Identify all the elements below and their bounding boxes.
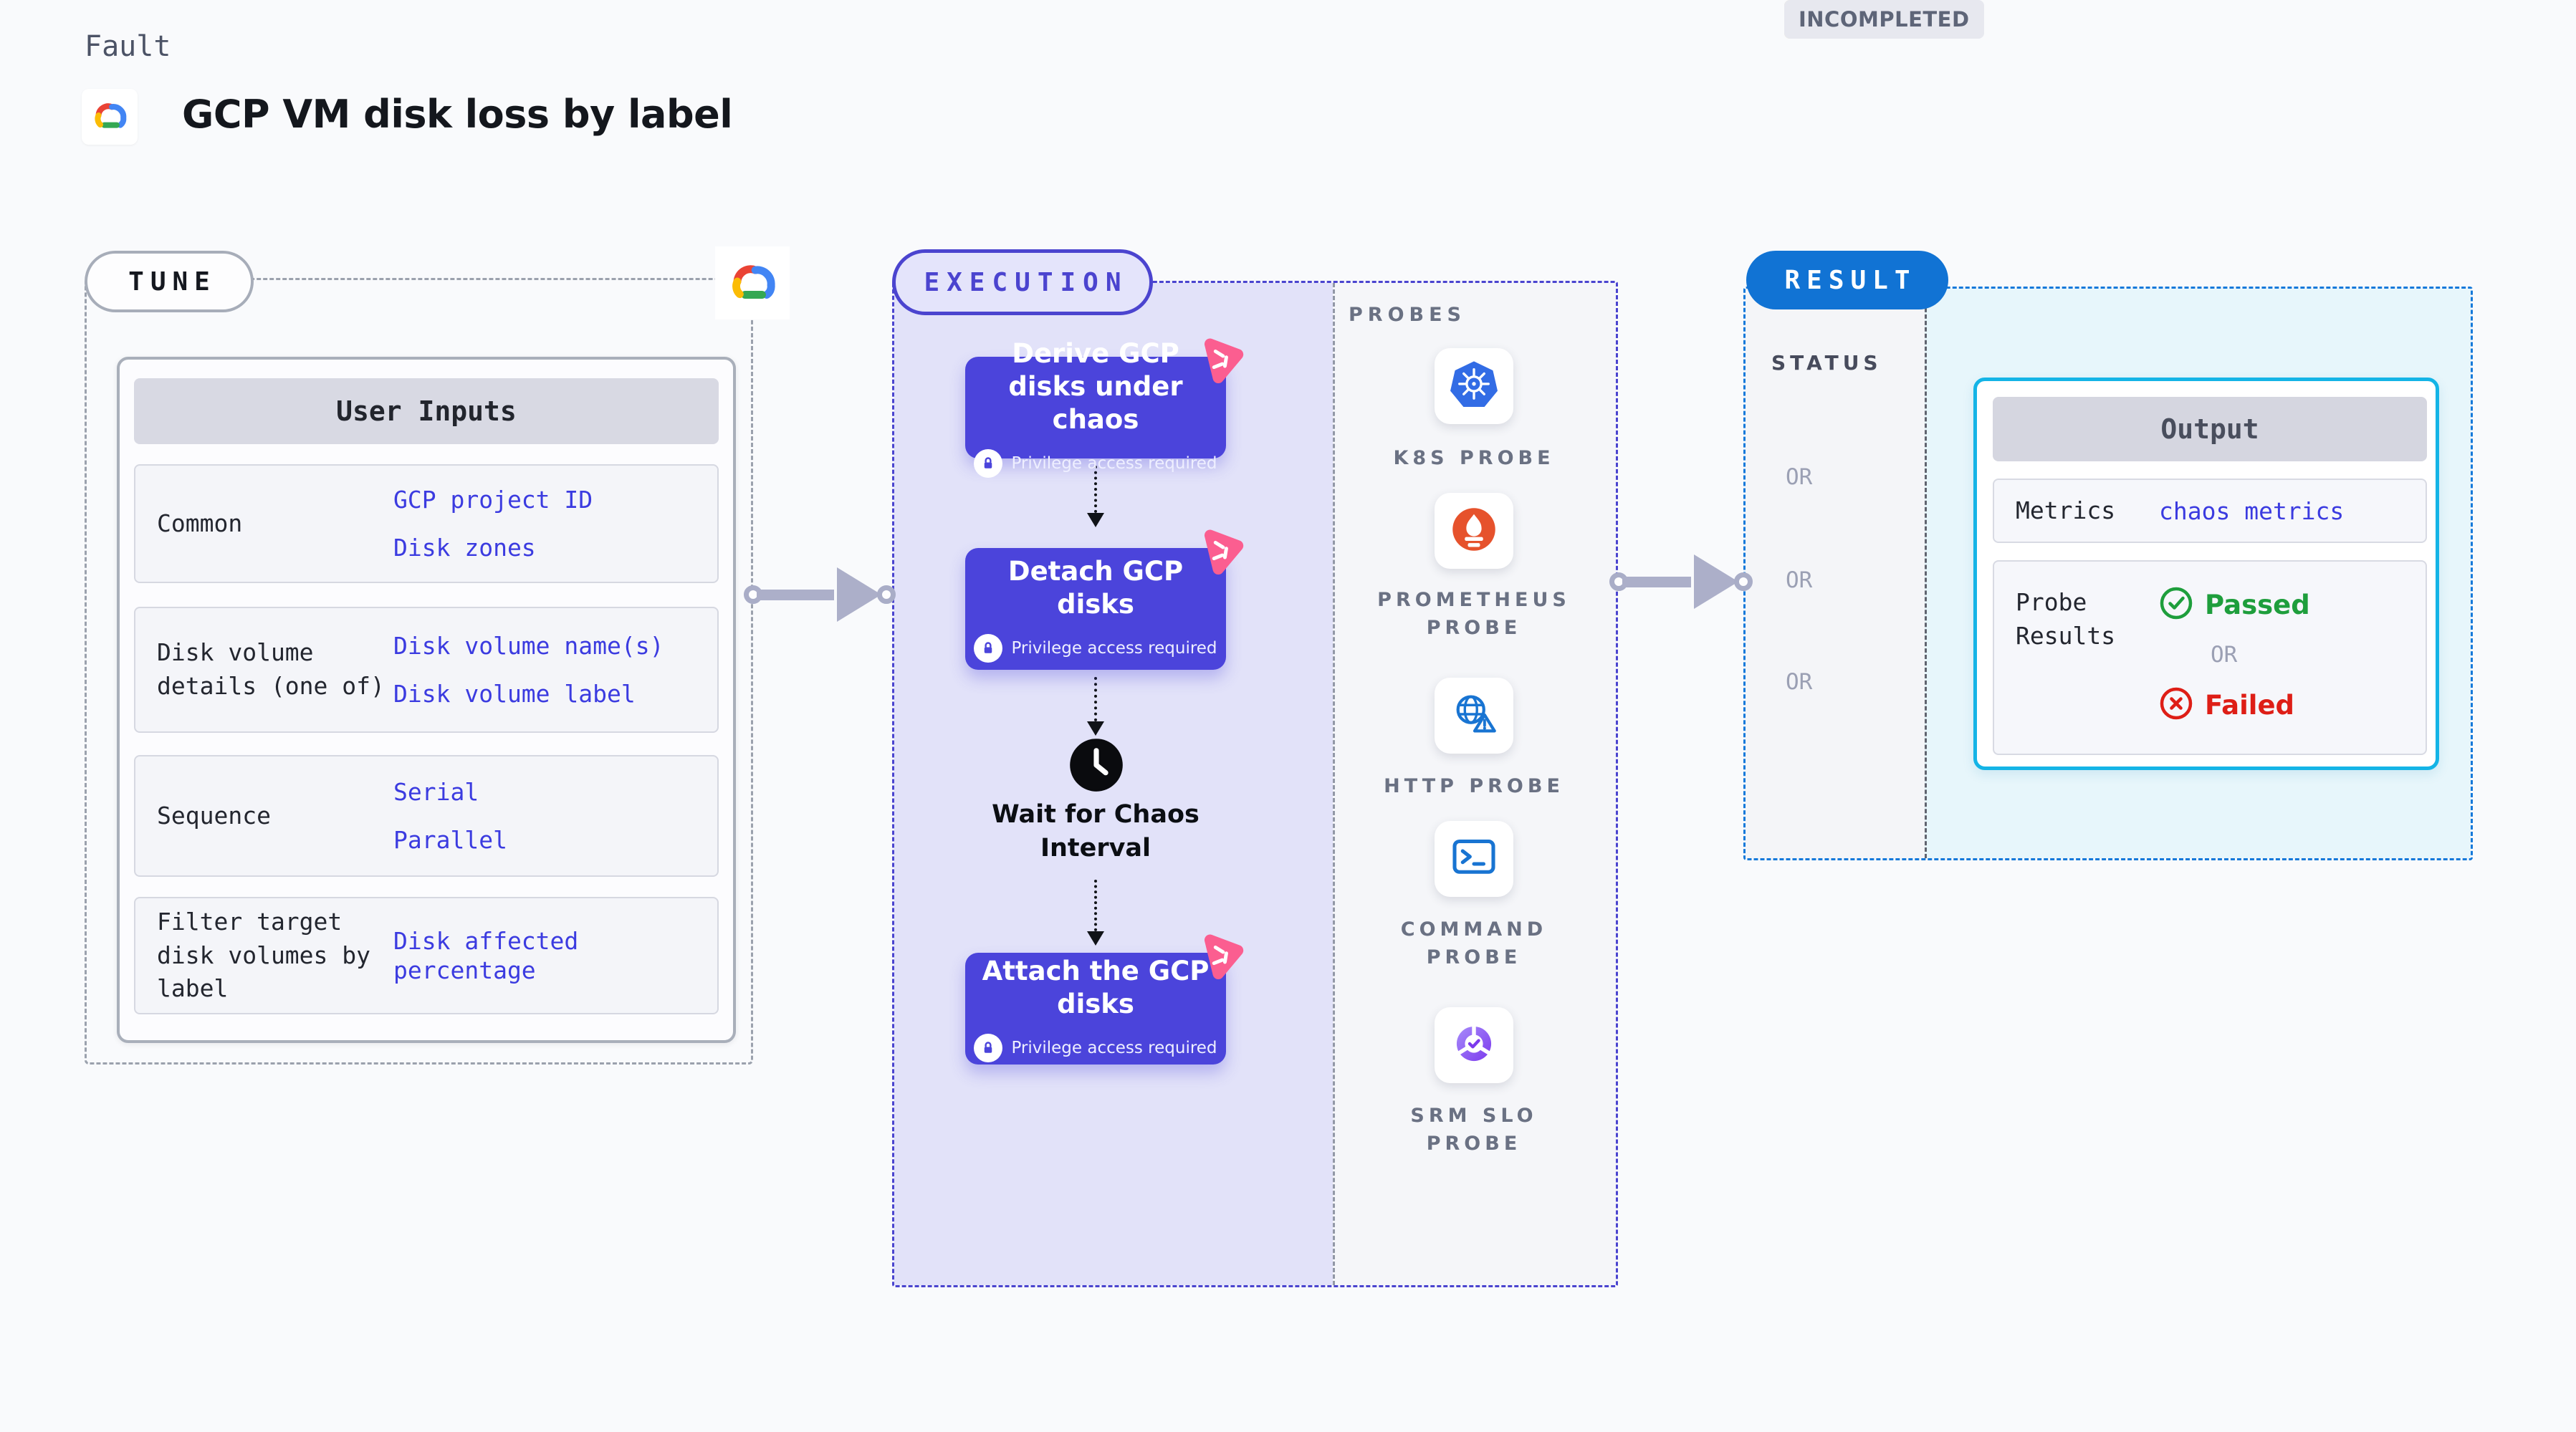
probe-tile bbox=[1435, 678, 1513, 754]
passed-label: Passed bbox=[2205, 589, 2310, 620]
probe-label: COMMAND PROBE bbox=[1400, 918, 1548, 969]
output-card: Output Metrics chaos metrics Probe Resul… bbox=[1973, 378, 2439, 770]
privilege-note: Privilege access required bbox=[974, 449, 1217, 479]
step-derive-gcp-disks: Derive GCP disks under chaos Privilege a… bbox=[965, 338, 1244, 479]
check-circle-icon bbox=[2159, 586, 2193, 623]
gcp-logo-chip bbox=[82, 89, 138, 145]
probe-results-label: Probe Results bbox=[2016, 588, 2116, 650]
privilege-note: Privilege access required bbox=[974, 1034, 1217, 1063]
probe-tile bbox=[1435, 348, 1513, 424]
probe-tile bbox=[1435, 493, 1513, 569]
probe-label: HTTP PROBE bbox=[1384, 775, 1564, 797]
or-label: OR bbox=[1786, 464, 1813, 490]
step-title: Attach the GCP disks bbox=[982, 955, 1210, 1019]
page-title: GCP VM disk loss by label bbox=[182, 92, 733, 137]
chaos-badge-icon bbox=[1192, 929, 1248, 984]
input-link[interactable]: Disk volume name(s) bbox=[393, 631, 664, 660]
table-row: Sequence Serial Parallel bbox=[134, 755, 719, 877]
probes-panel bbox=[1333, 283, 1616, 1285]
arrow-head-icon bbox=[837, 567, 881, 622]
probe-results-row: Probe Results Passed OR bbox=[1993, 560, 2427, 755]
lock-icon bbox=[974, 634, 1003, 663]
failed-line: Failed bbox=[2159, 686, 2310, 724]
privilege-note: Privilege access required bbox=[974, 634, 1217, 663]
probe-label: SRM SLO PROBE bbox=[1410, 1105, 1538, 1155]
status-panel bbox=[1746, 289, 1925, 858]
slo-donut-check-icon bbox=[1449, 1019, 1499, 1072]
fault-eyebrow: Fault bbox=[85, 30, 171, 63]
privilege-label: Privilege access required bbox=[1011, 1039, 1217, 1058]
status-title: STATUS bbox=[1771, 351, 1882, 375]
connector-shaft bbox=[1622, 577, 1691, 587]
privilege-label: Privilege access required bbox=[1011, 454, 1217, 474]
row-values: Serial Parallel bbox=[393, 777, 702, 855]
tune-section-box bbox=[85, 278, 753, 1065]
input-link[interactable]: GCP project ID bbox=[393, 485, 593, 514]
tune-pill: TUNE bbox=[85, 251, 254, 312]
output-title: Output bbox=[1993, 397, 2427, 461]
input-link[interactable]: Serial bbox=[393, 777, 479, 806]
table-row: Filter target disk volumes by label Disk… bbox=[134, 897, 719, 1014]
row-label: Disk volume details (one of) bbox=[157, 638, 385, 700]
result-pill: RESULT bbox=[1746, 251, 1948, 309]
user-inputs-title: User Inputs bbox=[134, 378, 719, 444]
prometheus-icon bbox=[1450, 505, 1498, 557]
probe-results-values: Passed OR Failed bbox=[2159, 586, 2310, 754]
connector-endpoint bbox=[1734, 572, 1753, 591]
connector-arrow bbox=[1609, 552, 1753, 612]
gcp-cloud-icon bbox=[722, 259, 782, 307]
globe-alert-icon bbox=[1448, 690, 1500, 741]
or-label: OR bbox=[1786, 567, 1813, 593]
input-link[interactable]: Disk affected percentage bbox=[393, 926, 579, 984]
metrics-link[interactable]: chaos metrics bbox=[2159, 496, 2345, 525]
passed-line: Passed bbox=[2159, 586, 2310, 623]
connector-shaft bbox=[757, 590, 834, 600]
terminal-icon bbox=[1448, 835, 1500, 883]
failed-label: Failed bbox=[2205, 689, 2295, 721]
step-title: Detach GCP disks bbox=[1007, 555, 1184, 620]
step-title: Derive GCP disks under chaos bbox=[1008, 337, 1183, 436]
status-badge: INCOMPLETED bbox=[1784, 0, 1984, 39]
clock-icon bbox=[1069, 738, 1124, 792]
lock-icon bbox=[974, 449, 1003, 479]
step-attach-gcp-disks: Attach the GCP disks Privilege access re… bbox=[965, 934, 1244, 1065]
step-detach-gcp-disks: Detach GCP disks Privilege access requir… bbox=[965, 529, 1244, 670]
row-label: Sequence bbox=[157, 801, 271, 830]
privilege-label: Privilege access required bbox=[1011, 639, 1217, 658]
probe-tile bbox=[1435, 1007, 1513, 1083]
probes-title: PROBES bbox=[1349, 304, 1467, 326]
gcp-logo-chip-small bbox=[715, 246, 790, 319]
panel-divider bbox=[1333, 283, 1335, 1285]
user-inputs-card: User Inputs Common GCP project ID Disk z… bbox=[117, 357, 736, 1043]
connector-endpoint bbox=[877, 585, 896, 604]
gcp-cloud-icon bbox=[87, 99, 132, 135]
metrics-label: Metrics bbox=[2016, 496, 2116, 524]
row-values: Disk affected percentage bbox=[393, 926, 702, 986]
lock-icon bbox=[974, 1034, 1003, 1063]
kubernetes-icon bbox=[1447, 359, 1500, 413]
probe-label: K8S PROBE bbox=[1393, 447, 1555, 469]
or-label: OR bbox=[2211, 642, 2238, 668]
chaos-badge-icon bbox=[1192, 333, 1248, 388]
input-link[interactable]: Disk zones bbox=[393, 534, 536, 562]
table-row: Common GCP project ID Disk zones bbox=[134, 464, 719, 583]
row-values: Disk volume name(s) Disk volume label bbox=[393, 631, 702, 709]
panel-divider bbox=[1925, 289, 1927, 858]
table-row: Disk volume details (one of) Disk volume… bbox=[134, 607, 719, 733]
or-label: OR bbox=[1786, 669, 1813, 695]
row-label: Filter target disk volumes by label bbox=[157, 907, 371, 1003]
row-label: Common bbox=[157, 509, 243, 537]
input-link[interactable]: Parallel bbox=[393, 826, 507, 854]
probe-tile bbox=[1435, 821, 1513, 897]
arrow-head-icon bbox=[1694, 554, 1738, 609]
wait-step-label: Wait for Chaos Interval bbox=[992, 800, 1200, 863]
connector-arrow bbox=[744, 564, 896, 625]
x-circle-icon bbox=[2159, 686, 2193, 724]
probe-label: PROMETHEUS PROBE bbox=[1377, 589, 1571, 640]
chaos-badge-icon bbox=[1192, 524, 1248, 580]
execution-pill: EXECUTION bbox=[892, 249, 1153, 315]
metrics-row: Metrics chaos metrics bbox=[1993, 479, 2427, 543]
row-values: GCP project ID Disk zones bbox=[393, 485, 702, 563]
input-link[interactable]: Disk volume label bbox=[393, 680, 636, 708]
